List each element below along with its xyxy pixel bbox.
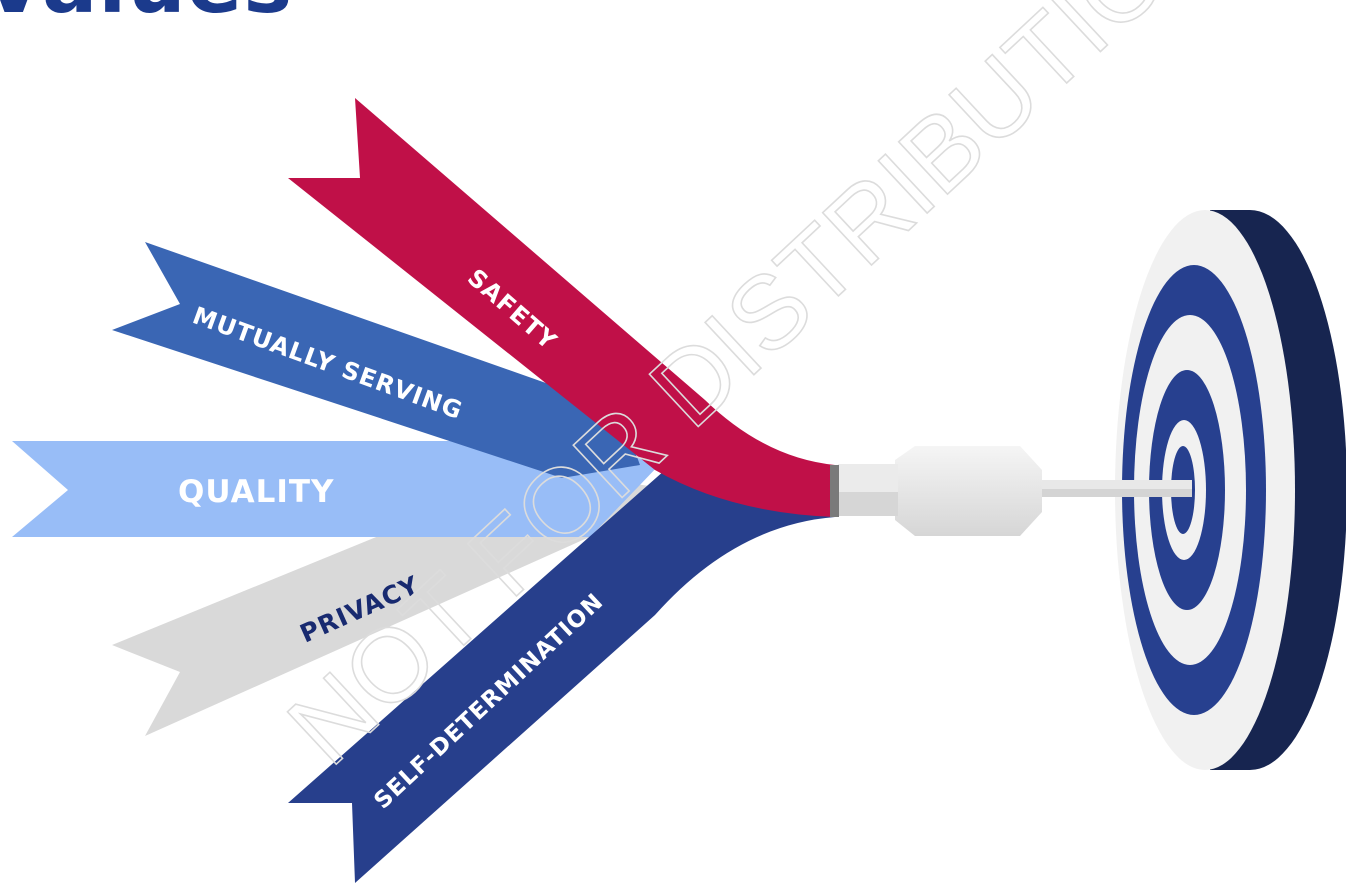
ribbon-mutually-serving: [112, 242, 640, 478]
dart-icon: [830, 446, 1192, 536]
ribbon-label-quality: QUALITY: [178, 474, 334, 510]
dart-barrel: [895, 446, 1042, 536]
page-title: Values: [0, 0, 293, 26]
ribbon-safety: [288, 98, 835, 517]
dart-shaft-shade: [1040, 489, 1192, 497]
ribbon-self-determination: [288, 470, 835, 883]
dart-collar-shade: [838, 492, 898, 516]
dart-tip-ring: [830, 465, 839, 517]
ribbon-quality: [12, 441, 660, 537]
